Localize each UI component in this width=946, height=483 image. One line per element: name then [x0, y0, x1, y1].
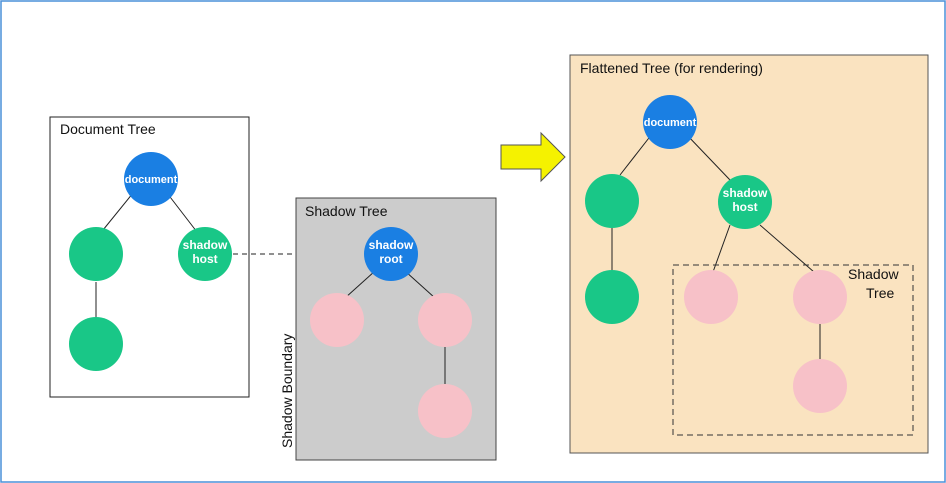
flattened-tree-panel: Flattened Tree (for rendering) document …	[569, 54, 929, 454]
shadow-host-label-line1: shadow	[183, 238, 228, 252]
shadow-tree-panel: Shadow Tree Shadow Boundary shadow root	[279, 197, 497, 461]
flattened-document-node	[643, 95, 697, 149]
flattened-shadow-region-label-line2: Tree	[866, 285, 894, 301]
flattened-tree-edges	[611, 133, 821, 362]
document-tree-title: Document Tree	[60, 121, 156, 137]
shadow-tree-edges	[344, 270, 446, 384]
flattened-shadow-host-label-line1: shadow	[723, 186, 768, 200]
shadow-grandchild-node	[418, 384, 472, 438]
document-node-label: document	[125, 174, 178, 186]
flattened-element-child-node	[585, 270, 639, 324]
flattened-shadow-child-left-node	[684, 270, 738, 324]
flattened-shadow-region	[672, 264, 914, 436]
shadow-child-left-node	[310, 293, 364, 347]
element-child-node	[69, 317, 123, 371]
flattened-document-label: document	[644, 117, 697, 129]
document-node	[124, 152, 178, 206]
shadow-child-right-node	[418, 293, 472, 347]
shadow-host-node	[178, 227, 232, 281]
flattened-shadow-child-right-node	[793, 270, 847, 324]
flattened-shadow-host-node	[718, 175, 772, 229]
document-tree-panel: Document Tree document shadow host	[49, 116, 250, 398]
flattened-tree-title: Flattened Tree (for rendering)	[580, 60, 763, 76]
flattened-shadow-region-label-line1: Shadow	[848, 266, 899, 282]
flattened-element-node	[585, 174, 639, 228]
shadow-host-label-line2: host	[192, 252, 217, 266]
document-tree-edges	[95, 192, 198, 317]
right-arrow-icon	[500, 131, 566, 183]
flattened-shadow-host-label-line2: host	[732, 200, 757, 214]
shadow-tree-title: Shadow Tree	[305, 203, 388, 219]
element-node	[69, 227, 123, 281]
shadow-root-node	[364, 227, 418, 281]
flattened-tree-box	[569, 54, 929, 454]
shadow-root-label-line1: shadow	[369, 238, 414, 252]
shadow-root-label-line2: root	[379, 252, 402, 266]
shadow-boundary-label: Shadow Boundary	[279, 334, 295, 448]
flattened-shadow-grandchild-node	[793, 359, 847, 413]
